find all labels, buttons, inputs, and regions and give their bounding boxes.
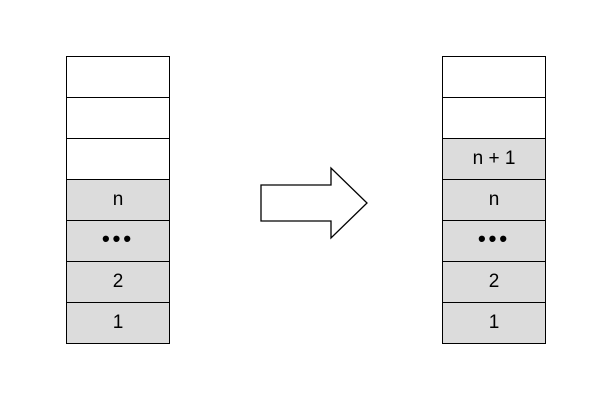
stack-after-cell-3: n + 1 <box>442 138 546 180</box>
stack-before-cell-1 <box>66 56 170 98</box>
right-arrow-icon <box>260 166 368 240</box>
stack-before-cell-6: 2 <box>66 261 170 303</box>
stack-after-cell-7: 1 <box>442 302 546 344</box>
stack-before: n ••• 2 1 <box>66 56 170 344</box>
stack-before-cell-3 <box>66 138 170 180</box>
stack-after-cell-5: ••• <box>442 220 546 262</box>
stack-before-cell-4: n <box>66 179 170 221</box>
stack-before-cell-5: ••• <box>66 220 170 262</box>
stack-after-cell-4: n <box>442 179 546 221</box>
stack-after-cell-2 <box>442 97 546 139</box>
stack-before-cell-7: 1 <box>66 302 170 344</box>
stack-after-cell-1 <box>442 56 546 98</box>
stack-after-cell-6: 2 <box>442 261 546 303</box>
stack-before-cell-2 <box>66 97 170 139</box>
stack-after: n + 1 n ••• 2 1 <box>442 56 546 344</box>
